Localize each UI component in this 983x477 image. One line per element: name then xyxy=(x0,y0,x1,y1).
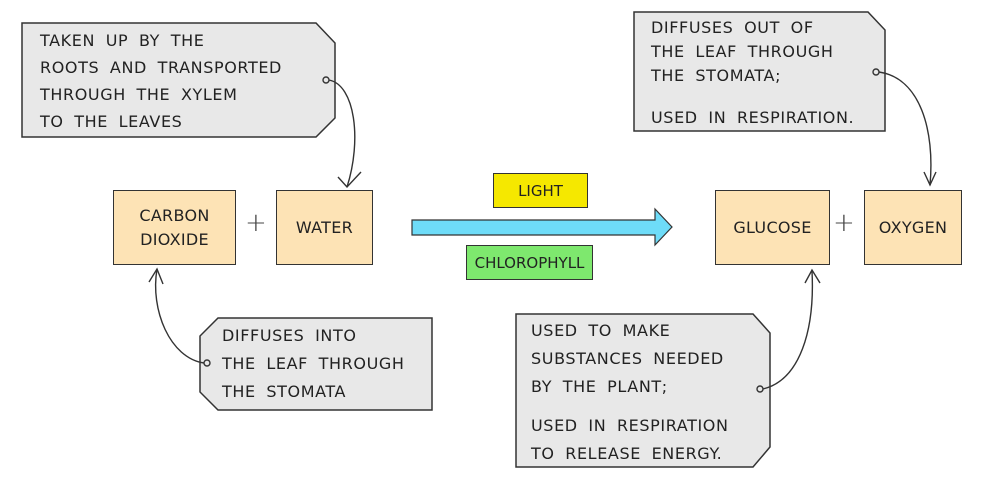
note-glucose-shape xyxy=(515,313,771,468)
connector-water xyxy=(328,79,356,188)
plus-sign: + xyxy=(833,208,855,238)
reaction-arrow xyxy=(411,207,673,247)
connector-oxygen xyxy=(878,71,932,186)
oxygen-box: OXYGEN xyxy=(864,190,962,265)
note-water-shape xyxy=(21,22,336,138)
light-label: LIGHT xyxy=(493,173,588,208)
carbon-dioxide-box: CARBON DIOXIDE xyxy=(113,190,236,265)
note-carbon-dioxide: DIFFUSES INTO THE LEAF THROUGH THE STOMA… xyxy=(222,326,405,401)
connector-co2 xyxy=(154,268,205,364)
note-oxygen-shape xyxy=(633,11,886,132)
note-glucose: USED TO MAKE SUBSTANCES NEEDED BY THE PL… xyxy=(531,321,729,463)
note-oxygen: DIFFUSES OUT OF THE LEAF THROUGH THE STO… xyxy=(651,18,855,127)
plus-sign: + xyxy=(245,208,267,238)
glucose-box: GLUCOSE xyxy=(715,190,830,265)
connector-glucose xyxy=(762,270,814,390)
chlorophyll-label: CHLOROPHYLL xyxy=(466,245,593,280)
water-box: WATER xyxy=(276,190,373,265)
note-water: TAKEN UP BY THE ROOTS AND TRANSPORTED TH… xyxy=(40,31,282,131)
note-co2-shape xyxy=(199,317,433,411)
